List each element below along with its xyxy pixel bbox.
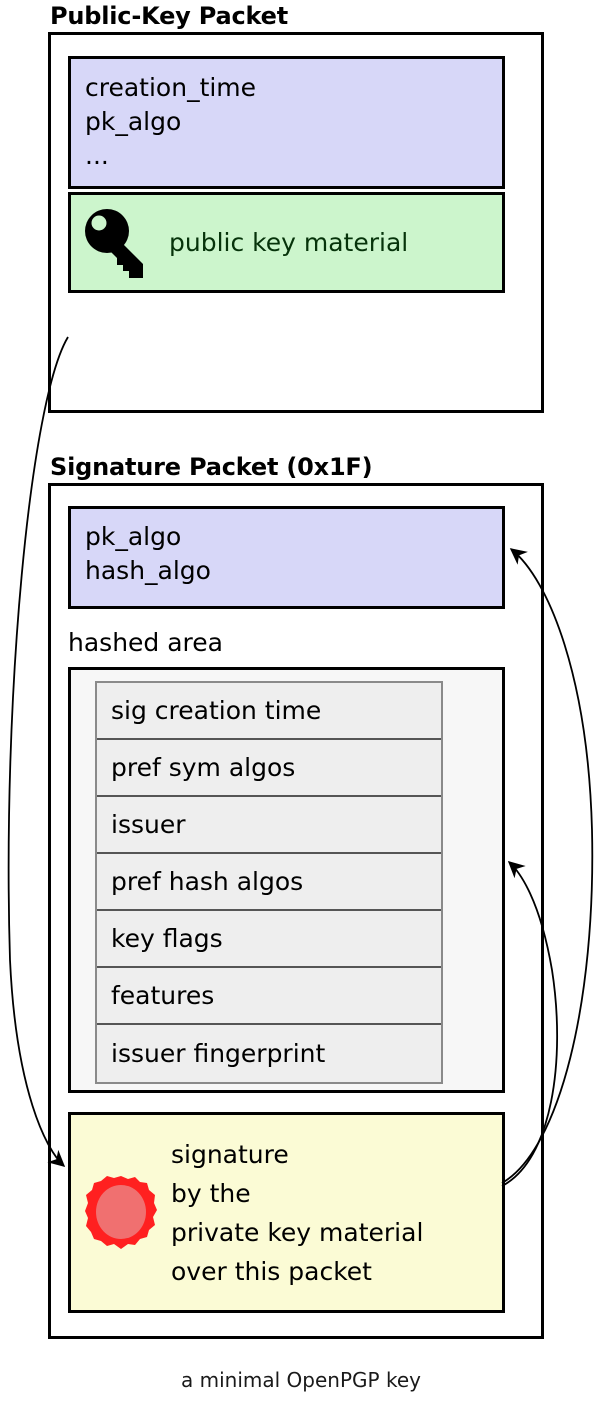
public-key-header-box: creation_time pk_algo ... xyxy=(68,56,505,189)
public-key-header-fields: creation_time pk_algo ... xyxy=(85,73,257,170)
wax-seal-icon xyxy=(85,1175,157,1249)
public-key-packet-title: Public-Key Packet xyxy=(50,2,288,30)
signature-packet-title: Signature Packet (0x1F) xyxy=(50,453,373,481)
list-item: pref sym algos xyxy=(97,740,441,797)
list-item: features xyxy=(97,968,441,1025)
hashed-area-box: sig creation time pref sym algos issuer … xyxy=(68,667,505,1093)
list-item: issuer fingerprint xyxy=(111,1039,326,1068)
key-icon xyxy=(85,208,143,278)
public-key-material-label: public key material xyxy=(169,228,409,257)
subpacket-list: sig creation time pref sym algos issuer … xyxy=(95,681,443,1084)
list-item: issuer xyxy=(97,797,441,854)
list-item: key flags xyxy=(97,911,441,968)
signature-value-text: signature by the private key material ov… xyxy=(171,1139,424,1286)
public-key-material-box: public key material xyxy=(68,192,505,293)
signature-value-box: signature by the private key material ov… xyxy=(68,1112,505,1313)
hashed-area-label: hashed area xyxy=(68,628,223,657)
signature-algo-fields: pk_algo hash_algo xyxy=(85,522,211,585)
list-item: pref hash algos xyxy=(97,854,441,911)
diagram-caption: a minimal OpenPGP key xyxy=(181,1368,421,1392)
list-item: sig creation time xyxy=(97,683,441,740)
signature-algo-box: pk_algo hash_algo xyxy=(68,506,505,609)
